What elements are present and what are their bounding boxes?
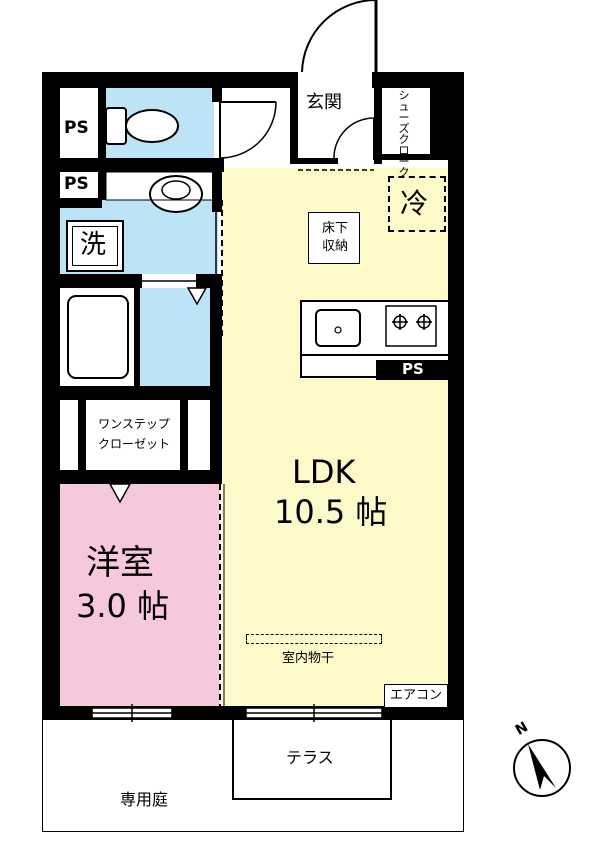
bath-wall-bottom [42, 386, 222, 400]
aircon-label: エアコン [390, 688, 443, 703]
ps-label-1: PS [64, 118, 89, 138]
refrigerator-label: 冷 [400, 187, 429, 220]
private-garden-label: 専用庭 [120, 790, 169, 809]
bathtub [67, 295, 129, 379]
western-room-floor [60, 484, 220, 708]
entrance-wall-right [374, 88, 382, 164]
outer-wall-top [42, 72, 294, 88]
ldk-name: LDK [292, 453, 356, 491]
western-room-size: 3.0 帖 [76, 587, 170, 625]
burner-left [392, 314, 408, 330]
compass: N [506, 719, 576, 802]
washroom-wall-bottom [42, 274, 142, 288]
shoe-closet-label: シュ ー ズ ク ロ ー ク [398, 89, 410, 179]
toilet-door-swing [219, 101, 277, 159]
ps-label-kitchen: PS [402, 360, 424, 378]
entrance-wall-left [290, 72, 298, 164]
vanity-wall-right [212, 172, 222, 212]
underfloor-storage-label: 床下 収納 [321, 221, 348, 254]
closet-wall-left [78, 398, 86, 472]
bathroom-floor [136, 288, 212, 386]
outer-wall-right [448, 72, 464, 718]
entrance-label: 玄関 [306, 92, 342, 113]
vanity-sink [149, 175, 203, 213]
ps-wall-2 [98, 172, 106, 200]
ps-box-kitchen [376, 360, 448, 380]
closet-door-marker [108, 483, 132, 504]
shoe-closet-wall-bottom [374, 154, 448, 160]
window-ldk [245, 704, 383, 722]
compass-needle [528, 744, 556, 790]
bath-wall-right [210, 286, 222, 400]
bath-door-wall [196, 274, 222, 288]
bath-door-marker [186, 287, 208, 306]
washer-label: 洗 [80, 230, 107, 260]
indoor-drying-rail [246, 634, 382, 644]
one-step-closet-label: ワンステップ クローゼット [97, 417, 170, 451]
stove [385, 305, 437, 347]
shoe-closet-wall-right [430, 88, 448, 160]
burner-right [416, 314, 432, 330]
outer-wall-top-right [372, 72, 464, 88]
entrance-door-swing [301, 0, 377, 73]
kitchen-sink [315, 309, 361, 347]
terrace-area [232, 718, 392, 800]
washroom-wall-top [42, 198, 102, 208]
entrance-inner-door [333, 117, 375, 161]
ps-wall-1 [98, 88, 106, 160]
toilet-wall-right [212, 88, 222, 102]
kitchen-counter-divider [300, 354, 448, 356]
closet-wall-right2 [210, 398, 222, 472]
underfloor-storage [308, 212, 360, 264]
entrance-wall-bottom [290, 158, 338, 164]
toilet-fixture [105, 107, 179, 145]
private-garden-area [42, 718, 464, 832]
washer-space [66, 220, 124, 272]
ldk-size: 10.5 帖 [274, 493, 388, 531]
indoor-drying-label: 室内物干 [282, 651, 335, 666]
terrace-label: テラス [286, 748, 334, 767]
window-western [91, 704, 173, 722]
toilet-wall-bottom [42, 158, 224, 172]
bath-divider [134, 286, 140, 386]
refrigerator-space [388, 176, 446, 232]
aircon-box [384, 684, 448, 708]
western-room-name: 洋室 [86, 543, 154, 583]
ps-label-2: PS [64, 174, 89, 194]
closet-wall-right [180, 398, 188, 472]
